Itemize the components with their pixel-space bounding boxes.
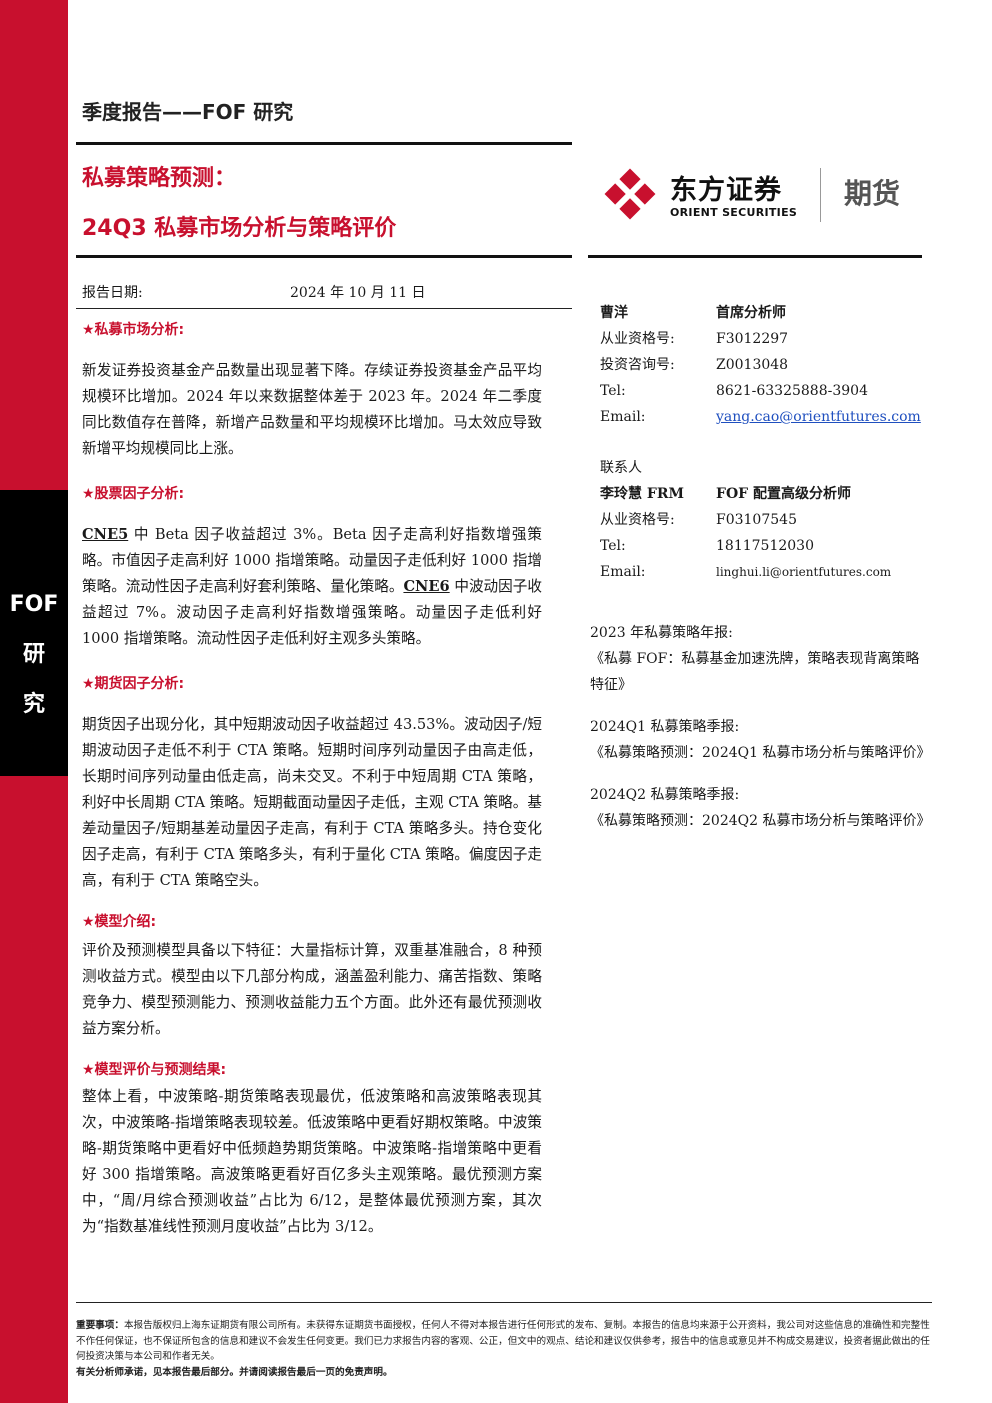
sidebar-red-bottom	[0, 776, 68, 1403]
section-heading: ★股票因子分析:	[82, 486, 185, 502]
contact-email-label: Email:	[600, 564, 646, 580]
sidebar-red-top	[0, 0, 68, 490]
related-report-label: 2024Q1 私募策略季报:	[590, 719, 740, 735]
sidebar-label-1: FOF	[9, 592, 59, 617]
analyst-name: 曹洋	[600, 305, 628, 321]
footer-declaration: 有关分析师承诺，见本报告最后部分。并请阅读报告最后一页的免责声明。	[76, 1366, 393, 1378]
section-heading: ★模型介绍:	[82, 914, 157, 930]
main-content: ★私募市场分析: 新发证券投资基金产品数量出现显著下降。存续证券投资基金产品平均…	[82, 318, 542, 1240]
sidebar-label-2: 研	[22, 642, 45, 667]
logo-company-en: ORIENT SECURITIES	[670, 206, 798, 219]
footer-notice-text: 本报告版权归上海东证期货有限公司所有。未获得东证期货书面授权，任何人不得对本报告…	[76, 1320, 930, 1362]
contact-tel: 18117512030	[716, 538, 814, 554]
section-futures-factor: ★期货因子分析: 期货因子出现分化，其中短期波动因子收益超过 43.53%。波动…	[82, 672, 542, 894]
sidebar-black-band	[0, 490, 68, 776]
section-stock-factor: ★股票因子分析: CNE5 中 Beta 因子收益超过 3%。Beta 因子走高…	[82, 482, 542, 652]
contact-tel-label: Tel:	[600, 538, 626, 554]
header-rule	[76, 142, 572, 145]
contact-title: FOF 配置高级分析师	[716, 486, 851, 502]
related-report-item: 2023 年私募策略年报: 《私募 FOF：私募基金加速洗牌，策略表现背离策略特…	[590, 620, 930, 698]
title-line-1: 私募策略预测：	[82, 166, 237, 191]
related-report-title[interactable]: 《私募策略预测：2024Q1 私募市场分析与策略评价》	[590, 745, 931, 761]
logo-company-cn: 东方证券	[670, 175, 782, 206]
contact-card: 联系人 李玲慧 FRM FOF 配置高级分析师 从业资格号: F03107545…	[600, 455, 930, 585]
section-body: 评价及预测模型具备以下特征：大量指标计算，双重基准融合，8 种预测收益方式。模型…	[82, 942, 542, 1037]
analyst-tel: 8621-63325888-3904	[716, 383, 868, 399]
section-heading: ★期货因子分析:	[82, 676, 185, 692]
analyst-consult: Z0013048	[716, 357, 789, 373]
cne6-text: 中波动因子收益超过 7%。波动因子走高利好指数增强策略。动量因子走低利好 100…	[82, 578, 542, 647]
footer-disclaimer: 重要事项：本报告版权归上海东证期货有限公司所有。未获得东证期货书面授权，任何人不…	[76, 1318, 932, 1380]
section-market: ★私募市场分析: 新发证券投资基金产品数量出现显著下降。存续证券投资基金产品平均…	[82, 318, 542, 462]
section-model-intro: ★模型介绍: 评价及预测模型具备以下特征：大量指标计算，双重基准融合，8 种预测…	[82, 910, 542, 1042]
related-report-title[interactable]: 《私募策略预测：2024Q2 私募市场分析与策略评价》	[590, 813, 931, 829]
analyst-cert-label: 从业资格号:	[600, 331, 675, 347]
footer-notice-label: 重要事项：	[76, 1320, 124, 1331]
section-body: 整体上看，中波策略-期货策略表现最优，低波策略和高波策略表现其次，中波策略-指增…	[82, 1088, 542, 1235]
logo-division: 期货	[844, 177, 901, 210]
contact-email-link[interactable]: linghui.li@orientfutures.com	[716, 565, 892, 579]
related-report-label: 2024Q2 私募策略季报:	[590, 787, 740, 803]
cne5-link[interactable]: CNE5	[82, 526, 129, 543]
title-rule-left	[76, 255, 572, 258]
cne6-link[interactable]: CNE6	[403, 578, 450, 595]
section-model-result: ★模型评价与预测结果: 整体上看，中波策略-期货策略表现最优，低波策略和高波策略…	[82, 1058, 542, 1240]
related-report-item: 2024Q2 私募策略季报: 《私募策略预测：2024Q2 私募市场分析与策略评…	[590, 782, 930, 834]
related-reports: 2023 年私募策略年报: 《私募 FOF：私募基金加速洗牌，策略表现背离策略特…	[590, 620, 930, 850]
analyst-title: 首席分析师	[716, 305, 786, 321]
contact-cert: F03107545	[716, 512, 797, 528]
analyst-email-link[interactable]: yang.cao@orientfutures.com	[716, 409, 921, 425]
section-heading: ★私募市场分析:	[82, 322, 185, 338]
analyst-cert: F3012297	[716, 331, 789, 347]
orient-logo-icon	[602, 166, 658, 222]
footer-rule	[76, 1302, 932, 1303]
sidebar-label-3: 究	[22, 692, 45, 717]
section-body: 新发证券投资基金产品数量出现显著下降。存续证券投资基金产品平均规模环比增加。20…	[82, 362, 542, 457]
date-rule	[76, 308, 572, 309]
related-report-title[interactable]: 《私募 FOF：私募基金加速洗牌，策略表现背离策略特征》	[590, 651, 920, 693]
analyst-email-label: Email:	[600, 409, 646, 425]
related-report-item: 2024Q1 私募策略季报: 《私募策略预测：2024Q1 私募市场分析与策略评…	[590, 714, 930, 766]
analyst-consult-label: 投资咨询号:	[600, 357, 675, 373]
logo-separator	[820, 168, 821, 222]
cne5-text: 中 Beta 因子收益超过 3%。Beta 因子走高利好指数增强策略。市值因子走…	[82, 526, 543, 595]
related-report-label: 2023 年私募策略年报:	[590, 625, 733, 641]
contact-name: 李玲慧 FRM	[600, 486, 684, 502]
analyst-card: 曹洋 首席分析师 从业资格号: F3012297 投资咨询号: Z0013048…	[600, 300, 930, 430]
title-rule-right	[588, 255, 922, 258]
sidebar-label: FOF 研 究	[0, 580, 68, 730]
analyst-tel-label: Tel:	[600, 383, 626, 399]
report-date-label: 报告日期:	[82, 285, 143, 301]
contact-cert-label: 从业资格号:	[600, 512, 675, 528]
section-body: CNE5 中 Beta 因子收益超过 3%。Beta 因子走高利好指数增强策略。…	[82, 522, 542, 652]
section-heading: ★模型评价与预测结果:	[82, 1062, 227, 1078]
section-body: 期货因子出现分化，其中短期波动因子收益超过 43.53%。波动因子/短期波动因子…	[82, 716, 542, 889]
contact-heading: 联系人	[600, 460, 642, 476]
title-line-2: 24Q3 私募市场分析与策略评价	[82, 216, 397, 241]
report-date-value: 2024 年 10 月 11 日	[290, 285, 426, 301]
report-type: 季度报告——FOF 研究	[82, 100, 294, 124]
